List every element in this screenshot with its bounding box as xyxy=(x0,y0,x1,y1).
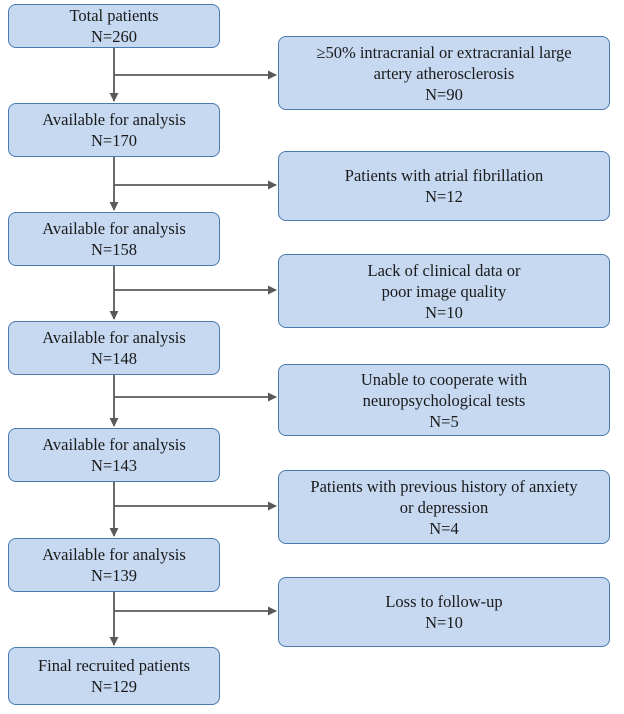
exclusion-box-loss-follow-up: Loss to follow-up N=10 xyxy=(278,577,610,647)
main-box-available-3: Available for analysis N=148 xyxy=(8,321,220,375)
exclusion-reason-line2: or depression xyxy=(399,497,489,517)
exclusion-reason-line1: Lack of clinical data or xyxy=(367,260,521,280)
exclusion-reason-line1: Patients with previous history of anxiet… xyxy=(310,476,578,496)
exclusion-reason-line2: neuropsychological tests xyxy=(362,390,526,410)
main-box-available-5: Available for analysis N=139 xyxy=(8,538,220,592)
box-count: N=139 xyxy=(91,566,137,585)
main-box-total: Total patients N=260 xyxy=(8,4,220,48)
main-box-available-4: Available for analysis N=143 xyxy=(8,428,220,482)
exclusion-count: N=10 xyxy=(425,613,463,632)
exclusion-box-anxiety-depression: Patients with previous history of anxiet… xyxy=(278,470,610,544)
exclusion-reason-line1: ≥50% intracranial or extracranial large xyxy=(316,42,572,62)
box-label: Total patients xyxy=(69,6,159,25)
exclusion-count: N=5 xyxy=(429,411,459,431)
box-label: Available for analysis xyxy=(42,110,186,129)
box-count: N=170 xyxy=(91,131,137,150)
box-count: N=129 xyxy=(91,677,137,696)
exclusion-box-clinical-data: Lack of clinical data or poor image qual… xyxy=(278,254,610,328)
exclusion-box-neuropsychological: Unable to cooperate with neuropsychologi… xyxy=(278,364,610,436)
exclusion-box-atrial-fibrillation: Patients with atrial fibrillation N=12 xyxy=(278,151,610,221)
box-label: Final recruited patients xyxy=(37,656,191,675)
box-count: N=143 xyxy=(91,456,137,475)
exclusion-box-atherosclerosis: ≥50% intracranial or extracranial large … xyxy=(278,36,610,110)
exclusion-count: N=12 xyxy=(425,187,463,206)
box-label: Available for analysis xyxy=(42,435,186,454)
exclusion-reason-line2: artery atherosclerosis xyxy=(373,63,515,83)
box-count: N=148 xyxy=(91,349,137,368)
exclusion-count: N=90 xyxy=(425,84,463,104)
exclusion-count: N=10 xyxy=(425,302,463,322)
box-count: N=260 xyxy=(91,27,137,46)
box-label: Available for analysis xyxy=(42,545,186,564)
box-count: N=158 xyxy=(91,240,137,259)
main-box-available-2: Available for analysis N=158 xyxy=(8,212,220,266)
exclusion-reason-line1: Patients with atrial fibrillation xyxy=(344,166,544,185)
exclusion-count: N=4 xyxy=(429,518,459,538)
box-label: Available for analysis xyxy=(42,328,186,347)
main-box-available-1: Available for analysis N=170 xyxy=(8,103,220,157)
main-box-final: Final recruited patients N=129 xyxy=(8,647,220,705)
exclusion-reason-line1: Unable to cooperate with xyxy=(360,369,528,389)
box-label: Available for analysis xyxy=(42,219,186,238)
exclusion-reason-line1: Loss to follow-up xyxy=(385,592,503,611)
exclusion-reason-line2: poor image quality xyxy=(381,281,507,301)
